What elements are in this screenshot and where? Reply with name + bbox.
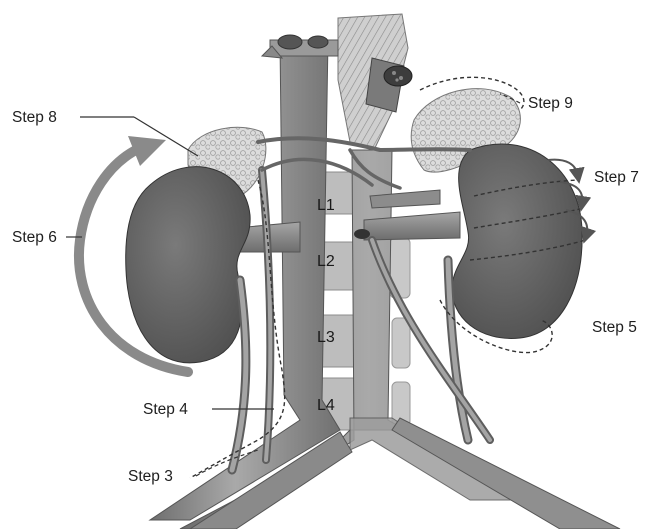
step-7-label: Step 7 — [594, 170, 639, 186]
vertebra-l1-label: L1 — [317, 198, 335, 214]
step-6-label: Step 6 — [12, 230, 57, 246]
step-3-label: Step 3 — [128, 469, 173, 485]
step-4-label: Step 4 — [143, 402, 188, 418]
step-9-label: Step 9 — [528, 96, 573, 112]
step-5-label: Step 5 — [592, 320, 637, 336]
diaphragm-muscle — [338, 14, 412, 150]
vertebra-l2-label: L2 — [317, 254, 335, 270]
vertebra-l4-label: L4 — [317, 398, 335, 414]
step-8-label: Step 8 — [12, 110, 57, 126]
vertebra-l3-label: L3 — [317, 330, 335, 346]
